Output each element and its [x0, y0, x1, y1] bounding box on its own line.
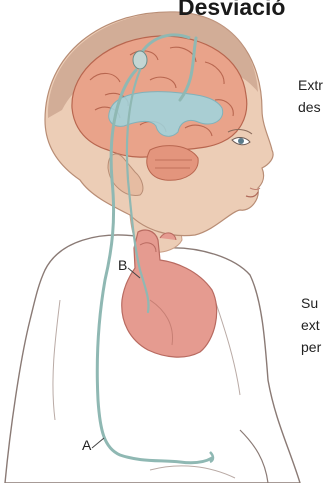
- shunt-valve: [133, 51, 147, 69]
- page-title: Desviació: [178, 0, 285, 21]
- label-b: B: [118, 257, 127, 273]
- label-a: A: [82, 437, 91, 453]
- text-line: ext: [301, 314, 321, 336]
- text-line: Extr: [298, 74, 323, 96]
- text-block-bottom: Su ext per: [301, 292, 321, 358]
- text-line: des: [298, 96, 323, 118]
- text-line: Su: [301, 292, 321, 314]
- text-block-top: Extr des: [298, 74, 323, 118]
- text-line: per: [301, 336, 321, 358]
